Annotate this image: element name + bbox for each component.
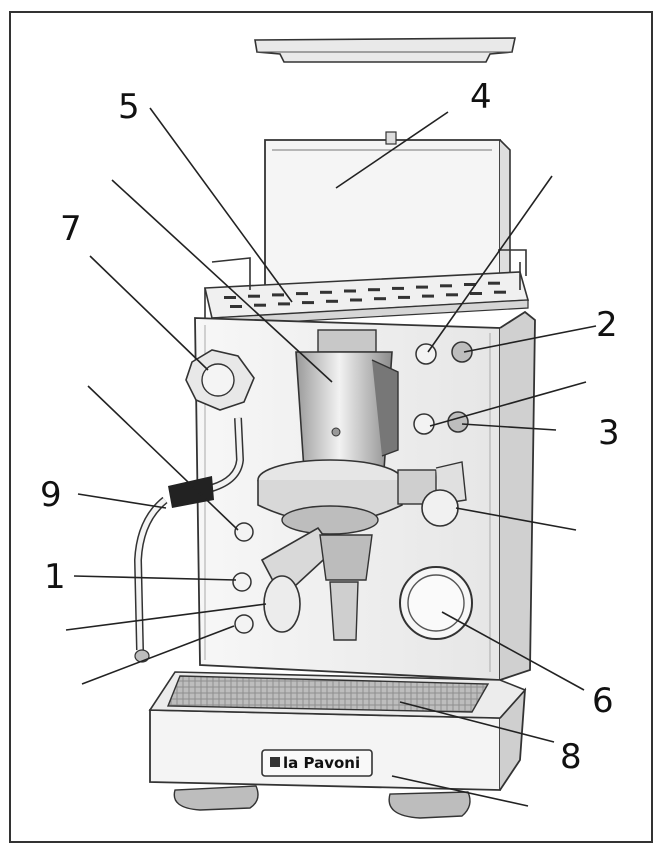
cup-warmer-tray — [204, 249, 530, 327]
portafilter — [260, 526, 373, 641]
machine-base: la Pavoni — [148, 671, 527, 819]
callout-6: 6 — [592, 681, 614, 721]
tray-slot — [488, 281, 500, 285]
callout-8: 8 — [560, 737, 582, 777]
callout-4: 4 — [470, 77, 492, 117]
callout-numbers: 5 4 7 2 3 9 1 6 8 — [40, 77, 620, 777]
callout-5: 5 — [118, 87, 140, 127]
tray-slot — [230, 305, 242, 308]
callout-9: 9 — [40, 475, 62, 515]
tray-slot — [398, 295, 410, 299]
tray-slot — [494, 290, 506, 294]
tray-slot — [278, 302, 290, 306]
tray-slot — [374, 297, 386, 301]
tray-slot — [416, 285, 428, 289]
tray-slot — [254, 303, 266, 307]
tray-slot — [302, 301, 314, 305]
callout-7: 7 — [60, 209, 82, 249]
pressure-gauge — [399, 566, 473, 640]
tray-slot — [248, 294, 260, 298]
top-switches — [413, 341, 473, 435]
tray-slot — [224, 296, 236, 299]
tray-slot — [344, 289, 356, 293]
frame-border — [9, 11, 653, 843]
tray-slot — [296, 292, 308, 296]
group-head — [257, 329, 403, 535]
tray-slot — [350, 298, 362, 302]
water-tank-lid — [254, 37, 516, 63]
logo-plate — [261, 749, 373, 777]
steam-wand — [133, 417, 245, 663]
callout-1: 1 — [44, 557, 66, 597]
leader-lines — [65, 107, 597, 807]
tray-slots — [224, 281, 506, 308]
left-switches — [232, 522, 254, 634]
tray-slot — [440, 284, 452, 288]
tray-slot — [392, 286, 404, 290]
tray-slot — [326, 299, 338, 303]
tray-slot — [470, 292, 482, 295]
right-valve — [397, 461, 467, 527]
tray-slot — [320, 290, 332, 294]
callout-2: 2 — [596, 305, 618, 345]
logo-text: la Pavoni — [283, 754, 360, 772]
callout-3: 3 — [598, 413, 620, 453]
tray-slot — [422, 294, 434, 298]
tray-slot — [446, 293, 458, 297]
tray-slot — [464, 283, 476, 286]
water-tank — [264, 131, 511, 307]
tray-slot — [272, 293, 284, 297]
tray-slot — [368, 288, 380, 292]
